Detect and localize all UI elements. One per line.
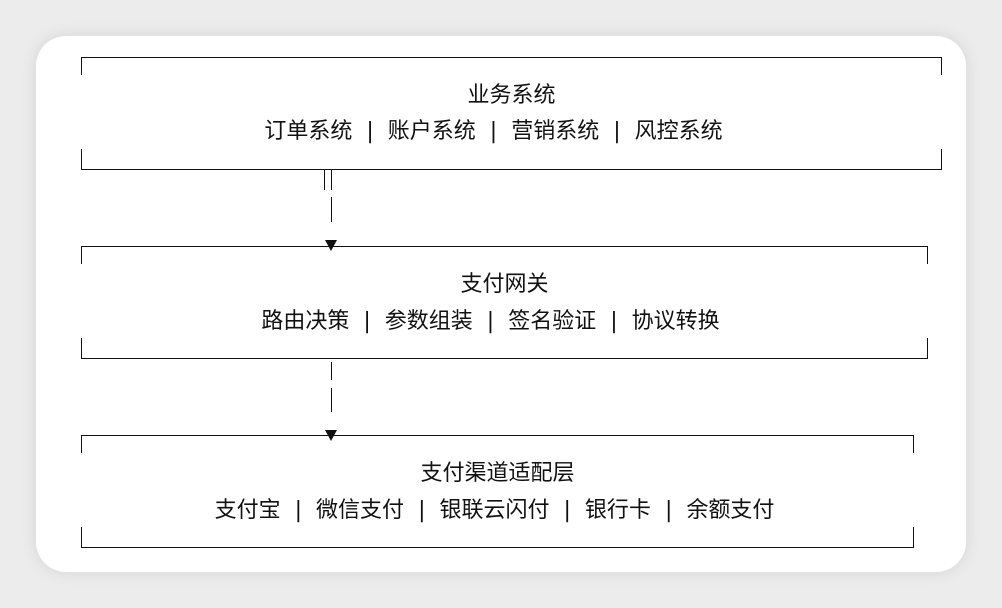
separator: |: [563, 498, 571, 523]
separator: |: [489, 119, 498, 144]
separator: |: [486, 309, 495, 334]
layer-title: 支付渠道适配层: [420, 461, 575, 486]
layer-border-bottom: [81, 169, 942, 170]
diagram-card: [36, 36, 966, 572]
layer-border-top: [81, 57, 942, 58]
separator: |: [363, 309, 371, 334]
layer-border-top: [81, 435, 914, 436]
layer-item: 银联云闪付: [439, 498, 550, 523]
layer-item: 参数组装: [384, 309, 473, 334]
layer-border-left: [81, 246, 82, 264]
layer-border-right: [927, 246, 928, 264]
layer-items: 支付宝 | 微信支付 | 银联云闪付 | 银行卡 | 余额支付: [75, 498, 914, 524]
layer-item: 微信支付: [316, 498, 405, 523]
layer-border-left: [81, 435, 82, 453]
connector-line: [331, 388, 332, 412]
layer-item: 余额支付: [686, 498, 775, 523]
layer-item: 协议转换: [631, 309, 720, 334]
layer-border-left: [81, 149, 82, 170]
layer-border-left: [81, 57, 82, 75]
layer-item: 营销系统: [511, 119, 600, 144]
connector-line: [331, 197, 332, 222]
layer-border-right: [941, 57, 942, 75]
layer-border-right: [927, 338, 928, 359]
layer-border-right: [941, 149, 942, 170]
layer-border-top: [81, 246, 928, 247]
arrowhead-icon: [325, 240, 337, 251]
layer-item: 风控系统: [634, 119, 723, 144]
layer-item: 签名验证: [508, 309, 597, 334]
layer-items: 订单系统 | 账户系统 | 营销系统 | 风控系统: [45, 119, 942, 145]
layer-item: 银行卡: [584, 498, 651, 523]
layer-items: 路由决策 | 参数组装 | 签名验证 | 协议转换: [53, 309, 928, 335]
layer-border-right: [913, 435, 914, 453]
layer-border-left: [81, 527, 82, 548]
layer-border-left: [81, 338, 82, 359]
layer-title: 支付网关: [460, 272, 549, 297]
payment-gateway-layer: 支付网关 路由决策 | 参数组装 | 签名验证 | 协议转换: [81, 246, 928, 359]
separator: |: [294, 498, 303, 523]
layer-border-bottom: [81, 547, 914, 548]
separator: |: [613, 119, 621, 144]
layer-item: 支付宝: [214, 498, 281, 523]
layer-border-right: [913, 527, 914, 548]
layer-title: 业务系统: [467, 83, 556, 108]
separator: |: [418, 498, 426, 523]
business-system-layer: 业务系统 订单系统 | 账户系统 | 营销系统 | 风控系统: [81, 57, 942, 170]
separator: |: [366, 119, 374, 144]
layer-item: 订单系统: [264, 119, 353, 144]
layer-border-bottom: [81, 358, 928, 359]
separator: |: [610, 309, 618, 334]
layer-item: 路由决策: [261, 309, 350, 334]
connector-line: [331, 170, 332, 190]
separator: |: [664, 498, 673, 523]
layer-item: 账户系统: [387, 119, 476, 144]
connector-line: [331, 362, 332, 380]
connector-line: [324, 170, 325, 190]
payment-channel-adapter-layer: 支付渠道适配层 支付宝 | 微信支付 | 银联云闪付 | 银行卡 | 余额支付: [81, 435, 914, 548]
